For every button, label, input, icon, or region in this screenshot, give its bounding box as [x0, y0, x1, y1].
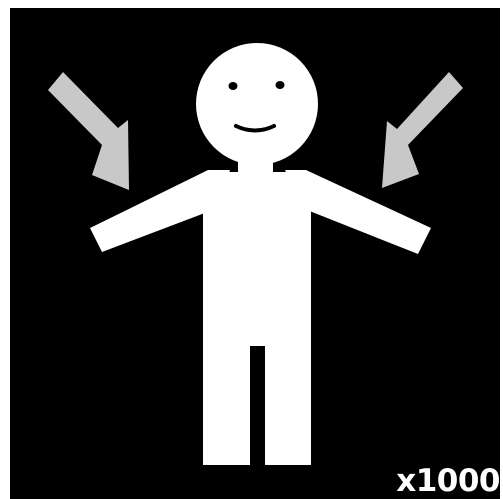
stick-person-icon	[90, 43, 431, 465]
left-leg	[203, 340, 250, 465]
arrow-down-right-icon	[48, 72, 129, 190]
right-eye	[276, 81, 285, 89]
right-leg	[265, 340, 311, 465]
left-eye	[229, 82, 238, 90]
multiplier-label: x1000	[396, 466, 500, 497]
head	[196, 43, 318, 165]
torso	[203, 172, 311, 346]
arrow-down-left-icon	[382, 72, 463, 188]
